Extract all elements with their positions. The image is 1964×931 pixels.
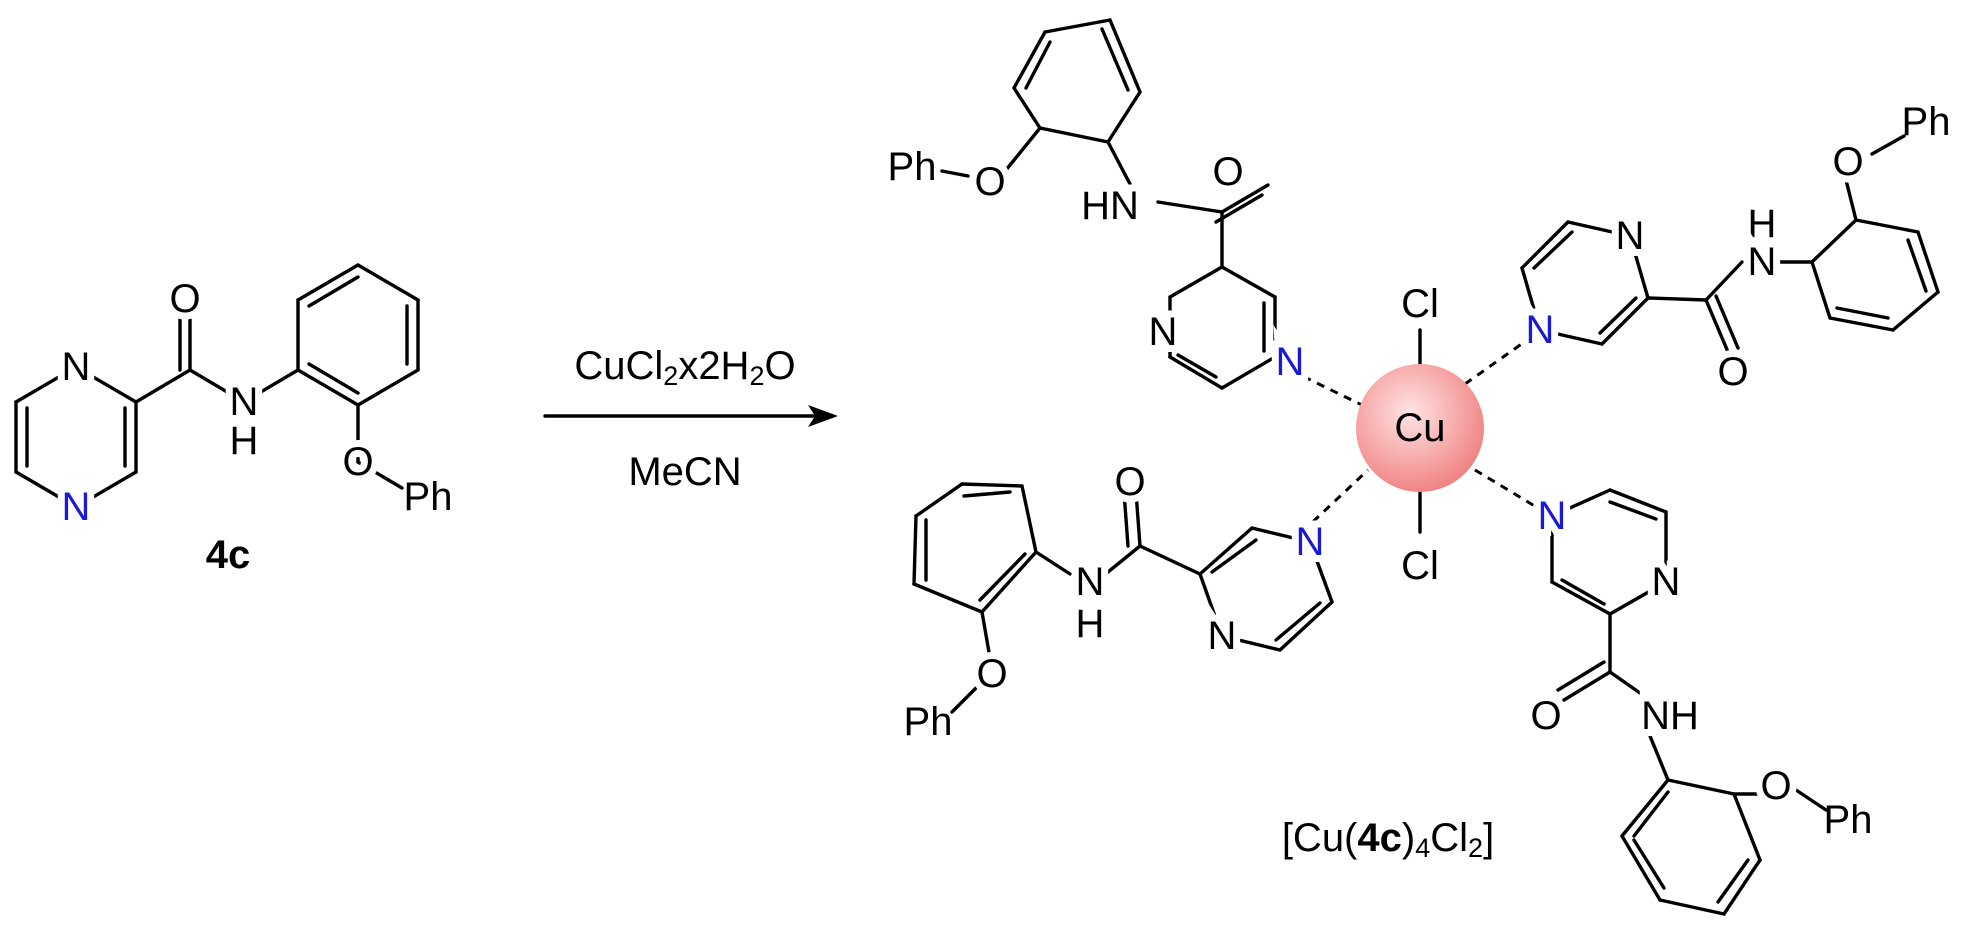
lower-right-carbonyl-o: O [1530,694,1561,738]
reagent-label: CuCl2x2H2O [574,344,795,391]
lower-right-n-ring: N [1652,560,1681,604]
lower-left-nh-h: H [1076,602,1105,646]
lower-left-nh-n: N [1076,560,1105,604]
upper-left-n-ring: N [1149,310,1178,354]
coord-bond-upper-left [1289,368,1363,407]
axial-chloride-top: Cl [1401,282,1439,326]
lower-right-nh: NH [1641,694,1699,738]
reactant-ether-o: O [342,440,373,484]
upper-left-hn: HN [1081,184,1139,228]
reactant-amide-h: H [230,419,259,463]
reactant-4c-structure [14,263,420,509]
ligand-lower-right [1550,488,1828,916]
reactant-amide-n: N [230,380,259,424]
reactant-n-bottom: N [62,485,91,529]
lower-left-carbonyl-o: O [1114,460,1145,504]
solvent-label: MeCN [628,450,741,494]
lower-left-phenyl: Ph [904,700,953,744]
ligand-upper-left [940,18,1277,390]
upper-right-nh-h: H [1748,202,1777,246]
upper-right-n-coord: N [1526,308,1555,352]
reactant-carbonyl-o: O [169,277,200,321]
product-label: [Cu(4c)4Cl2] [1282,816,1494,863]
upper-left-n-coord: N [1276,340,1305,384]
lower-right-ether-o: O [1760,764,1791,808]
upper-right-nh-n: N [1748,240,1777,284]
reactant-n-top: N [62,345,91,389]
copper-label: Cu [1394,406,1445,450]
upper-left-carbonyl-o: O [1212,150,1243,194]
reactant-compound-label: 4c [206,533,251,577]
coord-bond-lower-left [1300,468,1370,534]
lower-right-n-coord: N [1538,494,1567,538]
copper-center [1356,364,1484,492]
upper-right-carbonyl-o: O [1717,350,1748,394]
upper-right-phenyl: Ph [1902,100,1951,144]
coord-bond-lower-right [1474,468,1539,510]
lower-left-ether-o: O [976,652,1007,696]
upper-right-ether-o: O [1832,140,1863,184]
lower-left-n-coord: N [1296,520,1325,564]
reaction-arrow [543,405,838,427]
ligand-lower-left [912,482,1334,714]
lower-right-phenyl: Ph [1824,798,1873,842]
ligand-upper-right [1520,134,1940,354]
reactant-phenyl: Ph [404,475,453,519]
coord-bond-upper-right [1464,336,1531,386]
axial-chloride-bottom: Cl [1401,544,1439,588]
upper-left-ether-o: O [974,160,1005,204]
lower-left-n-ring: N [1208,614,1237,658]
upper-left-phenyl: Ph [888,145,937,189]
upper-right-n-ring: N [1616,214,1645,258]
